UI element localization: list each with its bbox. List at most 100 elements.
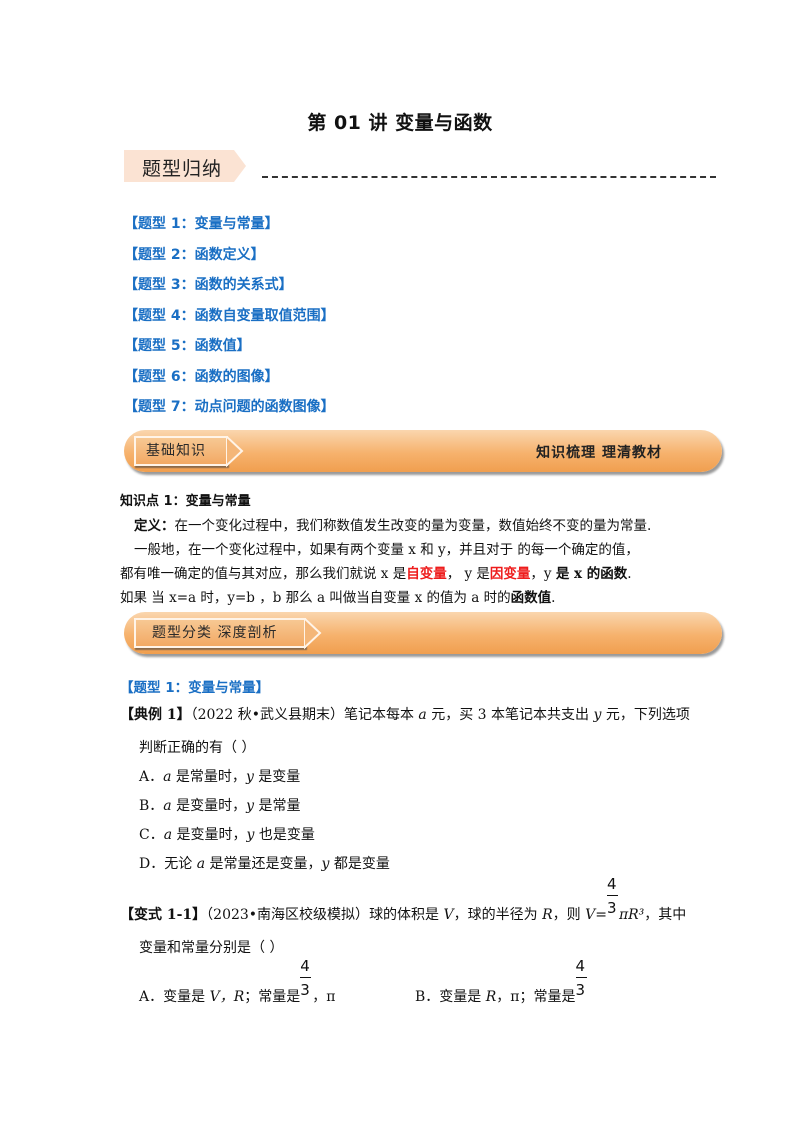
formula-lhs: V= bbox=[585, 907, 607, 923]
text-span: 是常量还是变量， bbox=[205, 856, 322, 872]
text-span: ，球的半径为 bbox=[453, 907, 543, 923]
text-span: 元，买 3 本笔记本共支出 bbox=[426, 707, 594, 723]
text-span: 无论 bbox=[164, 856, 197, 872]
banner-inner-tab bbox=[134, 618, 306, 648]
option-label: B． bbox=[139, 798, 164, 814]
type-list-item[interactable]: 【题型 2：函数定义】 bbox=[124, 246, 265, 263]
variable-y: y bbox=[246, 798, 255, 814]
variable-a: a bbox=[163, 798, 172, 814]
fraction-numerator: 4 bbox=[575, 957, 586, 975]
tag-arrow-tip bbox=[234, 150, 246, 182]
text-span: 是变量 bbox=[253, 769, 301, 785]
example-tag: 【典例 1】 bbox=[120, 707, 191, 723]
option-variables: R bbox=[485, 989, 497, 1005]
fraction-bar bbox=[300, 977, 312, 978]
text-span: ，y bbox=[530, 566, 556, 582]
type-list-item[interactable]: 【题型 1：变量与常量】 bbox=[124, 216, 279, 232]
option-variables: V，R bbox=[209, 989, 245, 1005]
variable-y: y bbox=[246, 827, 255, 843]
example-source: （2022 秋•武义县期末） bbox=[190, 707, 344, 723]
text-span: 都是变量 bbox=[329, 856, 390, 872]
example1-question-line2: 判断正确的有（ ） bbox=[139, 740, 256, 756]
definition-label: 定义： bbox=[134, 518, 175, 534]
paragraph-line-3: 都有唯一确定的值与其对应，那么我们就说 x 是自变量， y 是因变量，y 是 x… bbox=[120, 562, 720, 586]
option-label: B． bbox=[415, 989, 440, 1005]
variable-a: a bbox=[418, 707, 427, 723]
type-list-item[interactable]: 【题型 6：函数的图像】 bbox=[124, 368, 279, 385]
definition-line: 定义：在一个变化过程中，我们称数值发生改变的量为变量，数值始终不变的量为常量. bbox=[134, 514, 714, 538]
fraction-denominator: 3 bbox=[300, 981, 310, 999]
option-a[interactable]: A．a 是常量时，y 是变量 bbox=[139, 766, 300, 786]
variable-v: V bbox=[443, 907, 454, 923]
type-list: 【题型 1：变量与常量】 【题型 2：函数定义】 【题型 3：函数的关系式】 【… bbox=[124, 213, 335, 427]
banner-label: 题型分类 深度剖析 bbox=[152, 625, 278, 641]
variant1-1-question-line2: 变量和常量分别是（ ） bbox=[139, 940, 284, 956]
type-list-item[interactable]: 【题型 5：函数值】 bbox=[124, 338, 251, 354]
text-span: ；常量是 bbox=[244, 989, 301, 1005]
type-list-item[interactable]: 【题型 7：动点问题的函数图像】 bbox=[124, 399, 335, 415]
text-span: 笔记本每本 bbox=[343, 707, 419, 723]
fraction-numerator: 4 bbox=[606, 875, 617, 893]
bold-function-of-x: 是 x 的函数 bbox=[555, 566, 628, 582]
text-span: 是变量时， bbox=[171, 798, 247, 814]
dashed-divider bbox=[262, 176, 716, 178]
text-span: 都有唯一确定的值与其对应，那么我们就说 x 是 bbox=[120, 566, 407, 582]
variant-source: （2023•南海区校级模拟） bbox=[206, 907, 370, 923]
banner-label: 基础知识 bbox=[146, 443, 206, 459]
knowledge-point-title: 知识点 1：变量与常量 bbox=[120, 494, 251, 509]
paragraph-line-2: 一般地，在一个变化过程中，如果有两个变量 x 和 y，并且对于 的每一个确定的值… bbox=[134, 542, 639, 558]
text-span: 是常量时， bbox=[171, 769, 246, 785]
variable-r: R bbox=[542, 907, 553, 923]
page-title: 第 01 讲 变量与函数 bbox=[307, 112, 493, 134]
text-span: ，则 bbox=[552, 907, 586, 923]
banner-tab-arrow-icon bbox=[226, 436, 244, 468]
variable-y: y bbox=[593, 707, 602, 723]
banner-inner-tab bbox=[134, 436, 228, 466]
variable-a: a bbox=[196, 856, 206, 872]
option-c[interactable]: C．a 是变量时，y 也是变量 bbox=[139, 824, 315, 844]
text-span: 元，下列选项 bbox=[601, 707, 690, 723]
basic-knowledge-banner: 基础知识 知识梳理 理清教材 bbox=[124, 430, 722, 472]
option-label: A． bbox=[139, 989, 164, 1005]
paragraph-line-4: 如果 当 x=a 时，y=b ，b 那么 a 叫做当自变量 x 的值为 a 时的… bbox=[120, 586, 720, 610]
types-analysis-banner: 题型分类 深度剖析 bbox=[124, 612, 722, 654]
banner-right-label: 知识梳理 理清教材 bbox=[536, 445, 662, 461]
text-span: 是变量时， bbox=[172, 827, 247, 843]
variable-a: a bbox=[163, 827, 173, 843]
type-list-item[interactable]: 【题型 4：函数自变量取值范围】 bbox=[124, 307, 335, 324]
text-span: 也是变量 bbox=[254, 827, 315, 843]
text-span: 如果 当 x=a 时，y=b ，b 那么 a 叫做当自变量 x 的值为 a 时的 bbox=[120, 590, 511, 606]
section-tag-label: 题型归纳 bbox=[142, 158, 223, 180]
option-label: D． bbox=[139, 856, 165, 872]
option-d[interactable]: D．无论 a 是常量还是变量，y 都是变量 bbox=[139, 853, 390, 873]
type1-heading: 【题型 1：变量与常量】 bbox=[120, 680, 270, 696]
type-list-item[interactable]: 【题型 3：函数的关系式】 bbox=[124, 277, 293, 293]
fraction-denominator: 3 bbox=[606, 899, 617, 917]
variable-a: a bbox=[163, 769, 172, 785]
option-b[interactable]: B．a 是变量时，y 是常量 bbox=[139, 795, 300, 815]
text-span: 是常量 bbox=[254, 798, 301, 814]
fraction-bar bbox=[606, 895, 618, 896]
variant-tag: 【变式 1-1】 bbox=[120, 907, 207, 923]
fraction-denominator: 3 bbox=[575, 981, 586, 999]
highlight-independent-variable: 自变量 bbox=[406, 566, 447, 582]
tag-background bbox=[124, 150, 234, 182]
variable-y: y bbox=[245, 769, 254, 785]
definition-text: 在一个变化过程中，我们称数值发生改变的量为变量，数值始终不变的量为常量. bbox=[174, 518, 652, 534]
variable-y: y bbox=[321, 856, 330, 872]
text-span: ，π bbox=[312, 989, 336, 1005]
option-label: A． bbox=[139, 769, 164, 785]
text-span: 变量是 bbox=[163, 989, 210, 1005]
section-tag-banner: 题型归纳 bbox=[124, 150, 246, 182]
fraction-numerator: 4 bbox=[300, 957, 310, 975]
text-span: 变量是 bbox=[439, 989, 486, 1005]
text-span: ，其中 bbox=[644, 907, 687, 923]
bold-function-value: 函数值 bbox=[510, 590, 552, 606]
banner-tab-arrow-icon bbox=[304, 618, 322, 650]
highlight-dependent-variable: 因变量 bbox=[489, 566, 531, 582]
formula-rhs: πR³ bbox=[618, 907, 645, 923]
